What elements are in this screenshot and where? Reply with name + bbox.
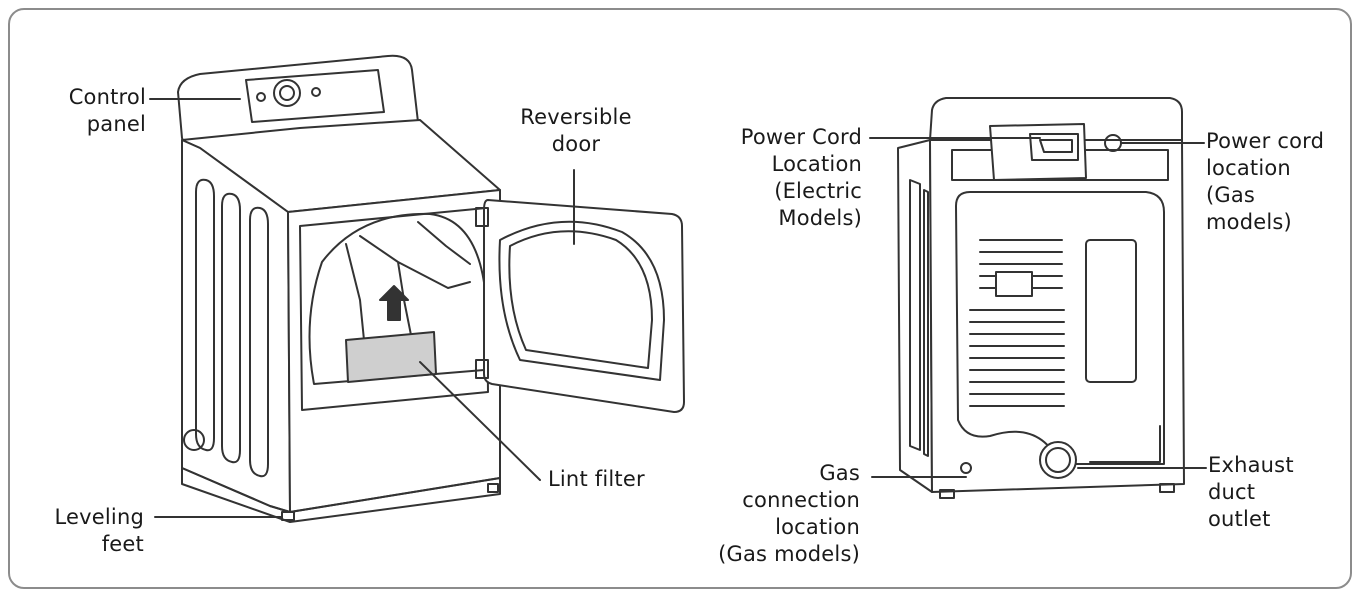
label-control-panel: Control panel — [68, 85, 146, 136]
front-dryer — [149, 54, 685, 523]
rear-dryer — [869, 97, 1207, 499]
label-exhaust-duct: Exhaust duct outlet — [1208, 453, 1294, 531]
label-gas-connection: Gas connection location (Gas models) — [718, 461, 860, 566]
label-lint-filter: Lint filter — [548, 467, 645, 491]
label-power-cord-gas: Power cord location (Gas models) — [1206, 129, 1325, 234]
label-power-cord-electric: Power Cord Location (Electric Models) — [740, 125, 862, 230]
label-leveling-feet: Leveling feet — [54, 505, 144, 556]
label-reversible-door: Reversible door — [520, 105, 632, 156]
